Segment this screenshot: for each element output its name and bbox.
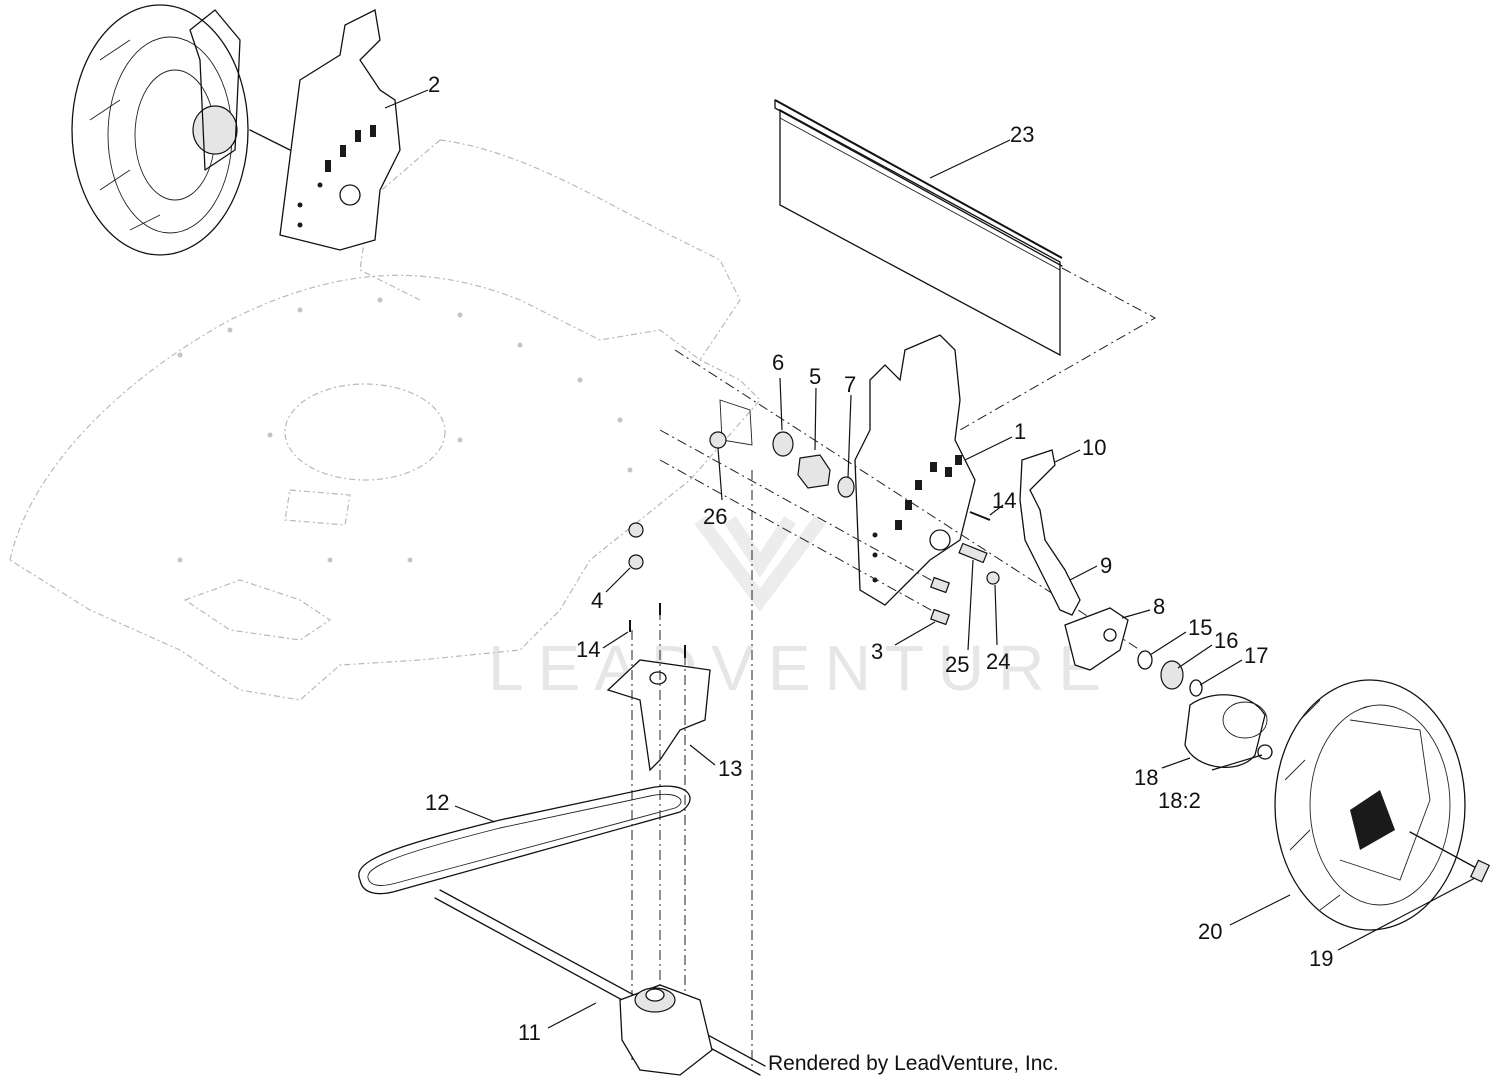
callout-20: 20: [1198, 919, 1222, 944]
callout-14-right: 14: [992, 488, 1016, 513]
callout-16: 16: [1214, 628, 1238, 653]
nut-26: [709, 431, 727, 449]
callout-1: 1: [1014, 419, 1026, 444]
pin-25: [958, 542, 988, 564]
callout-6: 6: [772, 350, 784, 375]
height-plate-left: [279, 9, 401, 251]
callout-7: 7: [844, 372, 856, 397]
callout-19: 19: [1309, 946, 1333, 971]
callout-17: 17: [1244, 643, 1268, 668]
callout-18-2: 18:2: [1158, 788, 1201, 813]
callout-4: 4: [591, 588, 603, 613]
transmission: [434, 889, 766, 1076]
leader-lines: [384, 89, 1476, 1029]
mower-deck: [9, 139, 761, 701]
axle-bolt: [1409, 831, 1491, 883]
callout-23: 23: [1010, 122, 1034, 147]
callout-13: 13: [718, 756, 742, 781]
rear-flap: [774, 99, 1157, 431]
adjustment-lever: [1019, 449, 1129, 671]
callout-25: 25: [945, 652, 969, 677]
callout-12: 12: [425, 790, 449, 815]
callout-3: 3: [871, 639, 883, 664]
callout-11: 11: [518, 1020, 541, 1045]
callout-10: 10: [1082, 435, 1106, 460]
callout-5: 5: [809, 364, 821, 389]
screw-14-right: [969, 511, 991, 521]
callout-8: 8: [1153, 594, 1165, 619]
bolts-3: [659, 429, 950, 626]
rear-wheel-left: [71, 4, 291, 256]
watermark: LEADVENTURE: [488, 515, 1115, 704]
hub-cap: [1184, 694, 1273, 768]
callout-24: 24: [986, 649, 1010, 674]
screw-24: [986, 571, 1000, 585]
callouts: 2 23 6 5 7 1 10 14 26 9 4 8 15 16 17 14 …: [425, 72, 1333, 1045]
washers: [1137, 650, 1203, 697]
credit-text: Rendered by LeadVenture, Inc.: [768, 1052, 1059, 1075]
callout-14-left: 14: [576, 637, 600, 662]
watermark-text: LEADVENTURE: [488, 632, 1115, 704]
height-plate-right: [854, 334, 976, 606]
callout-15: 15: [1188, 615, 1212, 640]
nut-4: [628, 522, 644, 570]
drive-bracket: [606, 470, 753, 1070]
callout-26: 26: [703, 504, 727, 529]
drive-belt: [358, 785, 691, 895]
callout-9: 9: [1100, 553, 1112, 578]
callout-2: 2: [428, 72, 440, 97]
side-bracket: [719, 399, 753, 446]
front-wheel-right: [1274, 679, 1466, 931]
callout-18: 18: [1134, 765, 1158, 790]
